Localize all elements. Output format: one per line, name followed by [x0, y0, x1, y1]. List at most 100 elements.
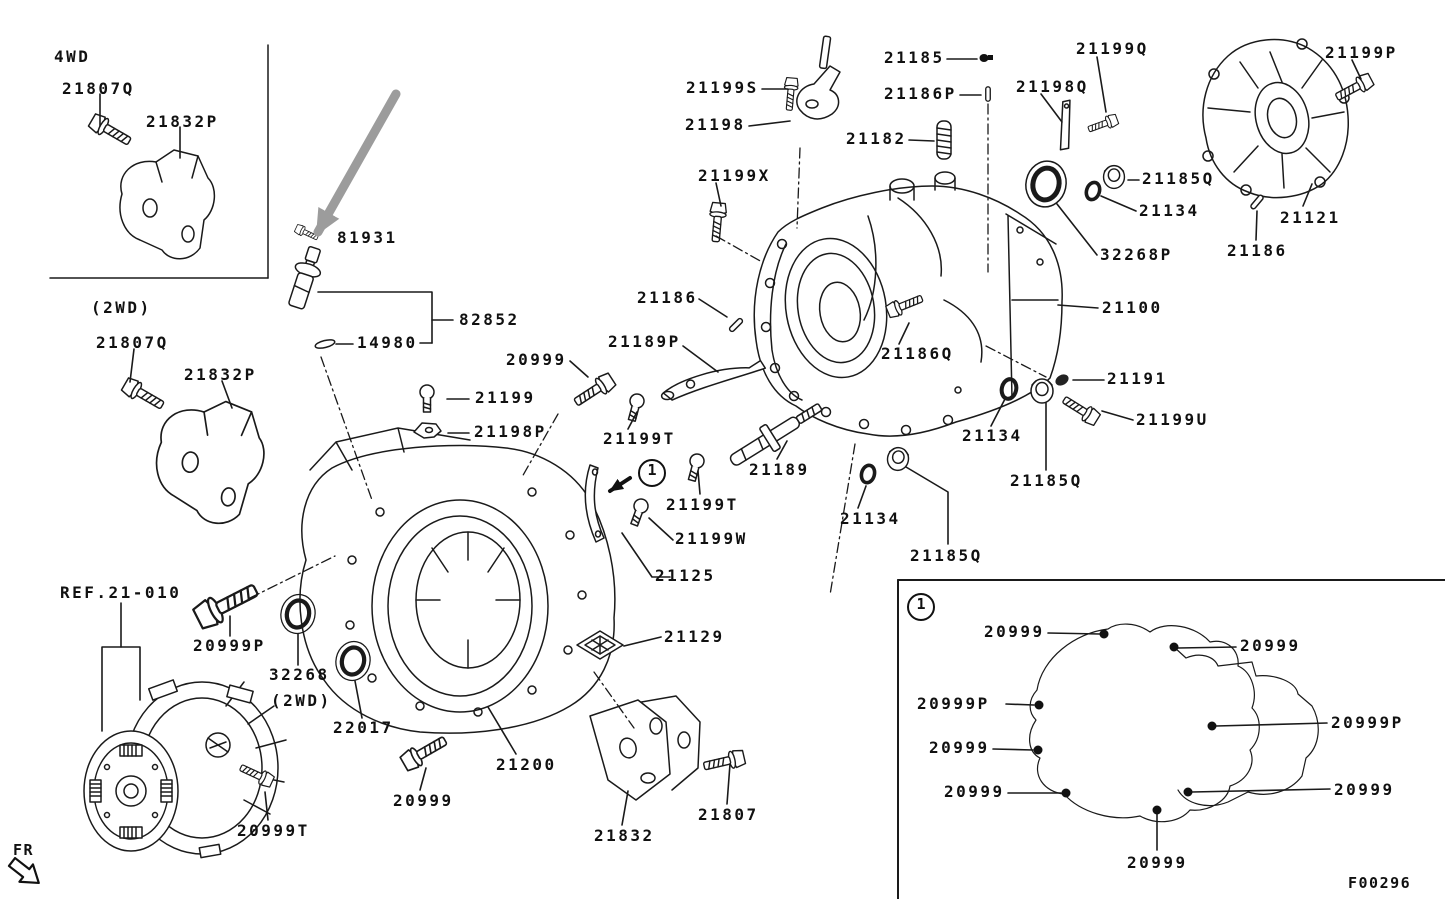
part-label: 14980: [357, 333, 418, 352]
bracket-21832-drawing: [589, 695, 701, 801]
fastener-drawings: [86, 54, 1376, 790]
part-label: 21199T: [603, 429, 676, 448]
part-label: 21199U: [1136, 410, 1209, 429]
detail-direction-arrow-icon: [608, 476, 632, 493]
part-label: 21134: [1139, 201, 1200, 220]
inset-detail-badge: 1: [907, 593, 935, 621]
part-label: 21199Q: [1076, 39, 1149, 58]
bell-housing-drawing: [299, 427, 616, 734]
bolt-drawing: [190, 576, 263, 633]
clip-21198q-drawing: [1059, 99, 1071, 151]
end-cover-drawing: [1202, 38, 1350, 199]
shift-bracket-21198-drawing: [796, 35, 841, 120]
part-label: 21832: [594, 826, 655, 845]
part-label: 21185: [884, 48, 945, 67]
part-label: 20999: [929, 738, 990, 757]
stud-bolt-drawing: [419, 384, 435, 413]
top-left-box-border: [49, 44, 269, 279]
part-label: 20999: [506, 350, 567, 369]
inset-point-dots: [1033, 629, 1217, 815]
stud-bolt-drawing: [684, 451, 707, 483]
part-label: 21200: [496, 755, 557, 774]
part-label: 21186Q: [881, 344, 954, 363]
figure-code: F00296: [1348, 874, 1412, 892]
washer-14980-drawing: [314, 339, 336, 349]
part-label: 21185Q: [1010, 471, 1083, 490]
part-label: 21129: [664, 627, 725, 646]
part-label: 32268P: [1100, 245, 1173, 264]
gray-pointer-arrow: [313, 89, 401, 237]
part-label: 21186: [637, 288, 698, 307]
part-label: 21134: [840, 509, 901, 528]
detail-reference-badge: 1: [638, 459, 666, 487]
part-label: (2WD): [271, 691, 332, 710]
part-label: 21121: [1280, 208, 1341, 227]
part-label: 20999: [984, 622, 1045, 641]
part-label: 21186P: [884, 84, 957, 103]
part-label: 21198P: [474, 422, 547, 441]
bolt-drawing: [398, 730, 451, 774]
inset-outline-drawing: [1029, 623, 1319, 823]
oring-drawing: [857, 462, 879, 486]
pin-drawing: [985, 86, 991, 102]
plug-drawing: [1102, 164, 1126, 190]
leader-lines: [99, 56, 1362, 851]
transmission-case-drawing: [753, 171, 1063, 437]
part-label: 22017: [333, 718, 394, 737]
part-label: 21198Q: [1016, 77, 1089, 96]
oil-seal-drawing: [1022, 157, 1071, 210]
bolt-drawing: [701, 747, 747, 776]
part-label: 21807Q: [96, 333, 169, 352]
part-label: 21807Q: [62, 79, 135, 98]
part-label: 20999: [393, 791, 454, 810]
part-label: 20999: [1334, 780, 1395, 799]
part-label: 21189: [749, 460, 810, 479]
part-label: 20999: [1127, 853, 1188, 872]
fr-indicator-label: FR: [13, 841, 35, 859]
part-label: 21807: [698, 805, 759, 824]
part-label: 21832P: [146, 112, 219, 131]
plug-21191-drawing: [1055, 374, 1069, 386]
part-label: 20999P: [1331, 713, 1404, 732]
part-label: 21100: [1102, 298, 1163, 317]
pad-21129-drawing: [576, 630, 624, 660]
part-label: 21185Q: [910, 546, 983, 565]
clutch-disc-drawing: [83, 730, 179, 852]
part-label: 21182: [846, 129, 907, 148]
part-label: 21134: [962, 426, 1023, 445]
bolt-drawing: [119, 375, 168, 415]
bolt-drawing: [570, 370, 618, 411]
part-label: 21186: [1227, 241, 1288, 260]
spring-21182-drawing: [936, 120, 952, 160]
part-label: 21191: [1107, 369, 1168, 388]
part-label: 20999: [1240, 636, 1301, 655]
part-label: (2WD): [91, 298, 152, 317]
bracket-21832p-4wd-drawing: [119, 149, 216, 260]
part-label: 20999: [944, 782, 1005, 801]
part-label: 21185Q: [1142, 169, 1215, 188]
part-label: 20999T: [237, 821, 310, 840]
part-label: 21199: [475, 388, 536, 407]
clip-21198p-drawing: [413, 422, 442, 439]
bolt-drawing: [1086, 112, 1120, 136]
oring-drawing: [1082, 178, 1104, 204]
part-label: 81931: [337, 228, 398, 247]
bracket-21832p-2wd-drawing: [148, 392, 272, 530]
stud-bolt-drawing: [624, 391, 647, 423]
lever-21189p-drawing: [660, 359, 767, 401]
lever-21189-drawing: [729, 403, 823, 466]
plug-drawing: [1030, 378, 1054, 404]
inset-panel-border: [897, 579, 1445, 899]
assembly-dash-lines: [249, 103, 1047, 729]
plate-21125-drawing: [584, 464, 605, 543]
bolt-21185-drawing: [979, 54, 993, 62]
part-label: 21198: [685, 115, 746, 134]
part-label: 21199P: [1325, 43, 1398, 62]
part-label: 32268: [269, 665, 330, 684]
part-label: 21199W: [675, 529, 748, 548]
fr-arrow-icon: [7, 856, 40, 885]
part-label: 21832P: [184, 365, 257, 384]
part-label: 20999P: [917, 694, 990, 713]
bolt-drawing: [781, 76, 800, 112]
